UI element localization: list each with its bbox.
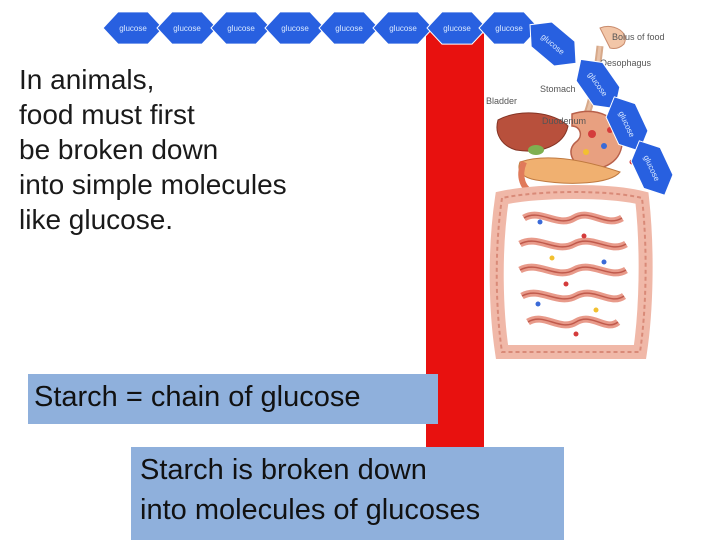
glucose-hexagon: glucose <box>605 96 649 152</box>
intro-line: into simple molecules <box>19 169 287 200</box>
glucose-label: glucose <box>335 24 363 33</box>
breakdown-line: Starch is broken down <box>140 454 427 486</box>
glucose-label: glucose <box>281 24 309 33</box>
glucose-label: glucose <box>227 24 255 33</box>
digestive-system-illustration: Bolus of food Oesophagus Stomach Bladder… <box>486 22 666 359</box>
label-duodenum: Duodenum <box>542 116 586 126</box>
intro-text: In animals, food must first be broken do… <box>19 62 419 237</box>
label-bolus: Bolus of food <box>612 32 665 42</box>
intro-line: be broken down <box>19 134 219 165</box>
glucose-hexagon: glucose <box>630 140 674 196</box>
glucose-hexagon: glucose <box>210 11 272 45</box>
glucose-hexagon: glucose <box>478 11 540 45</box>
glucose-hexagon: glucose <box>318 11 380 45</box>
glucose-label: glucose <box>389 24 417 33</box>
intro-line: In animals, <box>19 64 155 95</box>
glucose-label: glucose <box>173 24 201 33</box>
glucose-hexagon: glucose <box>264 11 326 45</box>
starch-definition-text: Starch = chain of glucose <box>34 381 361 413</box>
breakdown-line: into molecules of glucoses <box>140 494 481 526</box>
label-stomach: Stomach <box>540 84 576 94</box>
label-oesophagus: Oesophagus <box>600 58 652 68</box>
glucose-hexagon: glucose <box>426 11 488 45</box>
label-bladder: Bladder <box>486 96 517 106</box>
starch-breakdown-box: Starch is broken down into molecules of … <box>131 447 564 540</box>
glucose-label: glucose <box>443 24 471 33</box>
glucose-hexagon: glucose <box>575 58 621 110</box>
intro-line: food must first <box>19 99 195 130</box>
intro-line: like glucose. <box>19 204 174 235</box>
glucose-label: glucose <box>119 24 147 33</box>
starch-definition-box: Starch = chain of glucose <box>28 374 438 424</box>
glucose-hexagon: glucose <box>529 21 577 67</box>
glucose-hexagon: glucose <box>156 11 218 45</box>
glucose-hexagon: glucose <box>102 11 164 45</box>
glucose-hexagon: glucose <box>372 11 434 45</box>
glucose-label: glucose <box>495 24 523 33</box>
